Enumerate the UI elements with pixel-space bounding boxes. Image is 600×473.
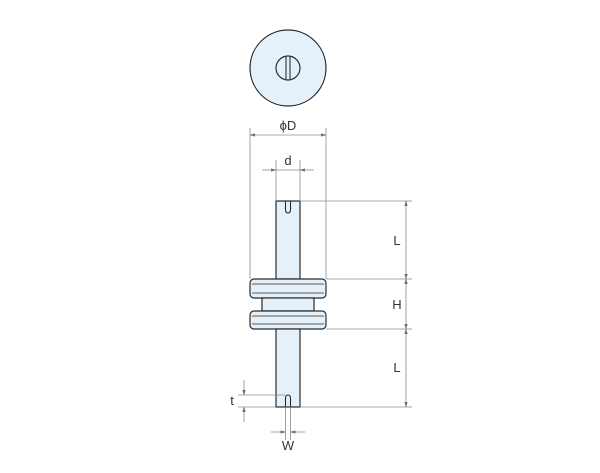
label-length-top: L bbox=[393, 233, 400, 248]
dimension-labels: ϕD d L H L t W bbox=[230, 118, 402, 453]
side-view bbox=[249, 200, 327, 408]
label-slot-depth: t bbox=[230, 393, 234, 408]
label-shaft-diameter: d bbox=[284, 153, 291, 168]
label-length-bottom: L bbox=[393, 360, 400, 375]
lower-flange bbox=[249, 310, 327, 330]
top-slot bbox=[284, 201, 292, 214]
top-view bbox=[249, 29, 327, 107]
middle-hub bbox=[261, 297, 315, 312]
dimensions bbox=[238, 128, 412, 440]
upper-flange bbox=[249, 278, 327, 299]
bottom-slot bbox=[284, 394, 292, 407]
label-slot-width: W bbox=[282, 438, 295, 453]
bottom-shaft bbox=[275, 328, 301, 408]
top-view-shaft-circle bbox=[275, 55, 301, 81]
top-shaft bbox=[275, 200, 301, 280]
label-height: H bbox=[392, 297, 401, 312]
label-outer-diameter: ϕD bbox=[280, 118, 297, 133]
